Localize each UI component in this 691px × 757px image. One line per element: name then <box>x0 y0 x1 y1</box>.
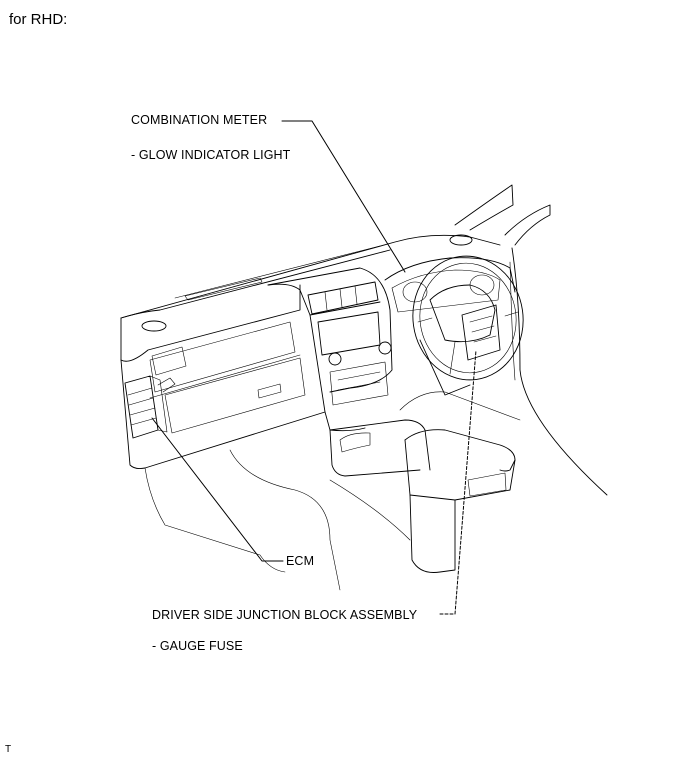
steering-hub <box>429 284 496 343</box>
center-stack-outline <box>267 267 393 393</box>
vent-slat-2 <box>339 288 343 308</box>
dash-panel-upper <box>149 321 296 393</box>
door-line <box>511 247 608 496</box>
glove-box <box>164 357 306 434</box>
label-junction-block: DRIVER SIDE JUNCTION BLOCK ASSEMBLY <box>152 608 418 622</box>
floor-mid <box>229 449 341 591</box>
junction-block-detail <box>469 315 497 343</box>
ecm-connector <box>157 377 176 393</box>
label-combination-meter: COMBINATION METER <box>131 113 268 127</box>
windshield-frame <box>454 184 514 231</box>
meter-hood <box>384 257 516 293</box>
meter-gauge-left <box>402 281 428 303</box>
leader-combination-meter <box>281 120 406 273</box>
vent-slat-1 <box>324 291 328 311</box>
console-base <box>409 494 456 573</box>
floor-left <box>144 467 286 573</box>
steering-spoke-right <box>504 311 519 317</box>
armrest <box>404 429 516 472</box>
console-top <box>329 419 431 471</box>
dash-lower-left <box>120 359 326 470</box>
glove-box-handle <box>257 383 282 399</box>
console-rear-vent <box>467 472 507 497</box>
meter-face <box>391 269 501 313</box>
leader-ecm <box>151 417 284 562</box>
climate-buttons <box>337 371 381 391</box>
ecm-ribs <box>127 387 157 426</box>
label-glow-indicator: - GLOW INDICATOR LIGHT <box>131 148 291 162</box>
knob-right <box>378 341 392 355</box>
leader-junction-block <box>439 349 477 615</box>
defroster-vent <box>184 277 263 301</box>
steering-column <box>419 339 471 396</box>
center-lower <box>309 314 366 432</box>
steering-wheel-outer <box>412 255 524 381</box>
dash-top-back <box>120 249 391 319</box>
console-front <box>329 429 421 477</box>
label-gauge-fuse: - GAUGE FUSE <box>152 639 243 653</box>
junction-block <box>461 304 501 361</box>
label-ecm: ECM <box>286 554 315 568</box>
steering-spoke-left <box>417 317 433 323</box>
center-vents <box>307 281 379 315</box>
floor-center <box>329 479 411 541</box>
steering-spoke-lower <box>449 341 456 375</box>
side-vent-left <box>151 346 187 376</box>
dash-top-edge <box>174 245 381 299</box>
steering-wheel-inner <box>419 262 517 374</box>
a-pillar <box>504 204 551 246</box>
center-screen <box>317 311 381 356</box>
dash-crease <box>149 354 301 399</box>
meter-gauge-right <box>469 274 495 296</box>
footer-code: T <box>5 744 12 755</box>
door-line-inner <box>509 261 516 381</box>
knob-left <box>328 352 342 366</box>
floor-right <box>399 391 521 421</box>
speaker-right <box>449 234 473 246</box>
speaker-left <box>141 320 167 332</box>
center-hood <box>267 283 381 316</box>
cupholder <box>339 432 371 453</box>
ecm-unit <box>124 375 159 439</box>
climate-panel <box>329 361 389 406</box>
dash-top <box>120 234 501 319</box>
page-heading: for RHD: <box>9 11 68 28</box>
vent-slat-3 <box>354 285 358 305</box>
